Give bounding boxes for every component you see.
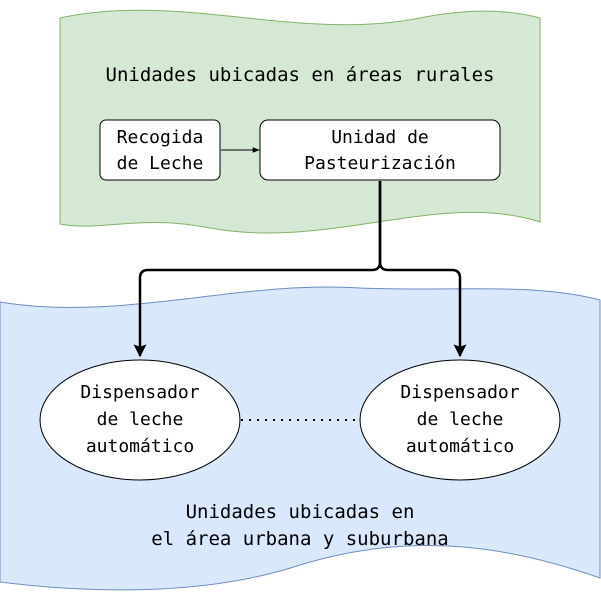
node-pasteurization-line1: Unidad de (331, 127, 429, 148)
node-dispenser-right-line1: Dispensador (400, 382, 519, 403)
node-dispenser-left: Dispensador de leche automático (39, 359, 241, 481)
node-milk-collection-line1: Recogida (117, 127, 204, 148)
node-pasteurization-line2: Pasteurización (304, 153, 456, 174)
node-milk-collection: Recogida de Leche (99, 119, 221, 181)
node-dispenser-right-line2: de leche (417, 409, 504, 430)
node-dispenser-right: Dispensador de leche automático (359, 359, 561, 481)
node-dispenser-left-line1: Dispensador (80, 382, 199, 403)
node-dispenser-right-line3: automático (406, 436, 514, 457)
rural-region-label: Unidades ubicadas en áreas rurales (106, 64, 495, 86)
urban-region-label-line2: el área urbana y suburbana (151, 528, 448, 550)
node-dispenser-left-line2: de leche (97, 409, 184, 430)
node-dispenser-left-line3: automático (86, 436, 194, 457)
edge-pasteurization-to-dispenser-right (378, 181, 467, 358)
node-pasteurization: Unidad de Pasteurización (259, 119, 501, 181)
urban-region-label-line1: Unidades ubicadas en (186, 501, 415, 523)
node-milk-collection-line2: de Leche (117, 153, 204, 174)
